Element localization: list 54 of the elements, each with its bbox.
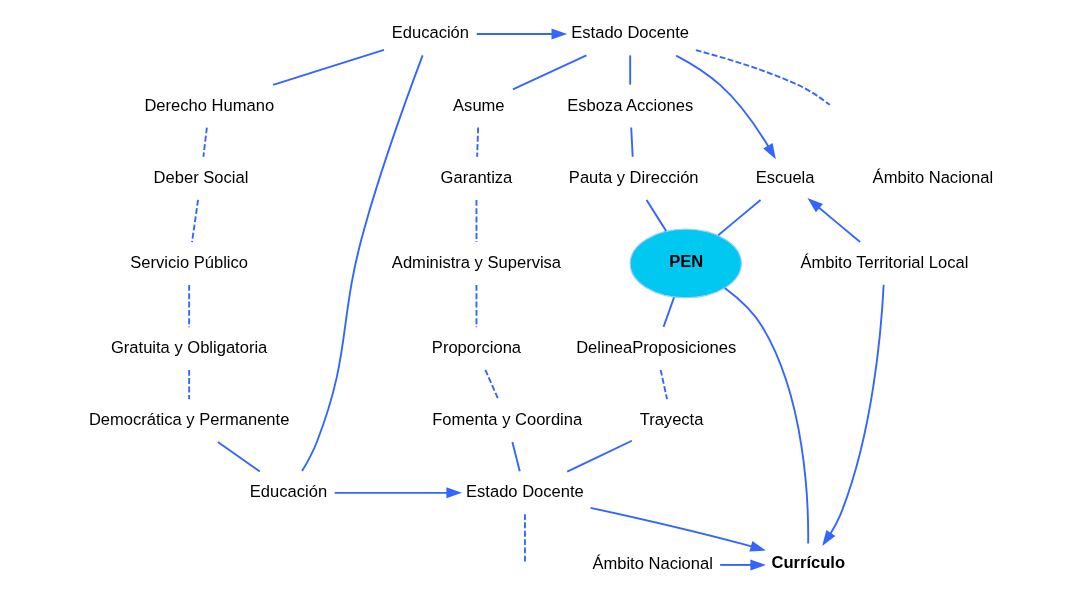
- label: Ámbito Nacional: [872, 167, 994, 187]
- connector: [662, 296, 675, 328]
- node-text: Escuela: [755, 167, 815, 187]
- connector: [723, 287, 810, 545]
- connector: [272, 48, 385, 86]
- connector: [202, 126, 208, 158]
- node-text: Derecho Humano: [144, 95, 275, 115]
- arrow: [822, 283, 885, 546]
- node-text: Garantiza: [440, 167, 513, 187]
- node-text: Asume: [453, 95, 505, 115]
- node-text: Educación: [391, 23, 469, 43]
- arrow: [807, 198, 862, 243]
- node-text: Ámbito Nacional: [592, 554, 713, 574]
- node-text: Estado Docente: [466, 482, 584, 502]
- node-text: Ámbito Territorial Local: [800, 252, 969, 272]
- connector: [511, 441, 521, 473]
- connector: [301, 54, 424, 472]
- connector: [216, 441, 261, 473]
- node-text: Pauta y Dirección: [568, 167, 699, 187]
- connector: [694, 49, 831, 106]
- node-text: Educación: [249, 482, 328, 502]
- connector: [511, 54, 588, 91]
- node-text: Currículo: [771, 553, 846, 573]
- connector: [566, 439, 633, 473]
- arrow: [475, 28, 568, 40]
- arrow: [333, 487, 463, 499]
- connector: [475, 199, 478, 243]
- connector: [659, 369, 668, 401]
- connector: [645, 199, 668, 232]
- node-ellipse: PEN: [629, 228, 742, 299]
- arrow: [675, 54, 776, 160]
- node-text: Administra y Supervisa: [391, 252, 562, 272]
- connector: [630, 126, 634, 158]
- connector: [629, 54, 632, 86]
- arrow: [589, 506, 766, 552]
- node-text: Trayecta: [639, 410, 704, 430]
- node-text: Esboza Acciones: [567, 95, 694, 115]
- connector: [717, 199, 762, 237]
- node-text: Estado Docente: [571, 23, 690, 43]
- connector: [191, 199, 199, 243]
- connector: [524, 513, 526, 565]
- node-text: Proporciona: [431, 337, 522, 357]
- connector: [475, 284, 478, 329]
- connector: [188, 284, 191, 329]
- node-text: Gratuita y Obligatoria: [110, 337, 268, 357]
- node-text: DelineaProposiciones: [576, 337, 737, 357]
- node-text: Servicio Público: [130, 252, 249, 272]
- node-text: Fomenta y Coordina: [432, 410, 583, 430]
- node-text: Deber Social: [153, 167, 249, 187]
- connector: [476, 126, 480, 158]
- connector: [188, 369, 191, 401]
- arrow: [719, 559, 766, 571]
- connector: [484, 369, 500, 401]
- node-text: Democrática y Permanente: [88, 410, 290, 430]
